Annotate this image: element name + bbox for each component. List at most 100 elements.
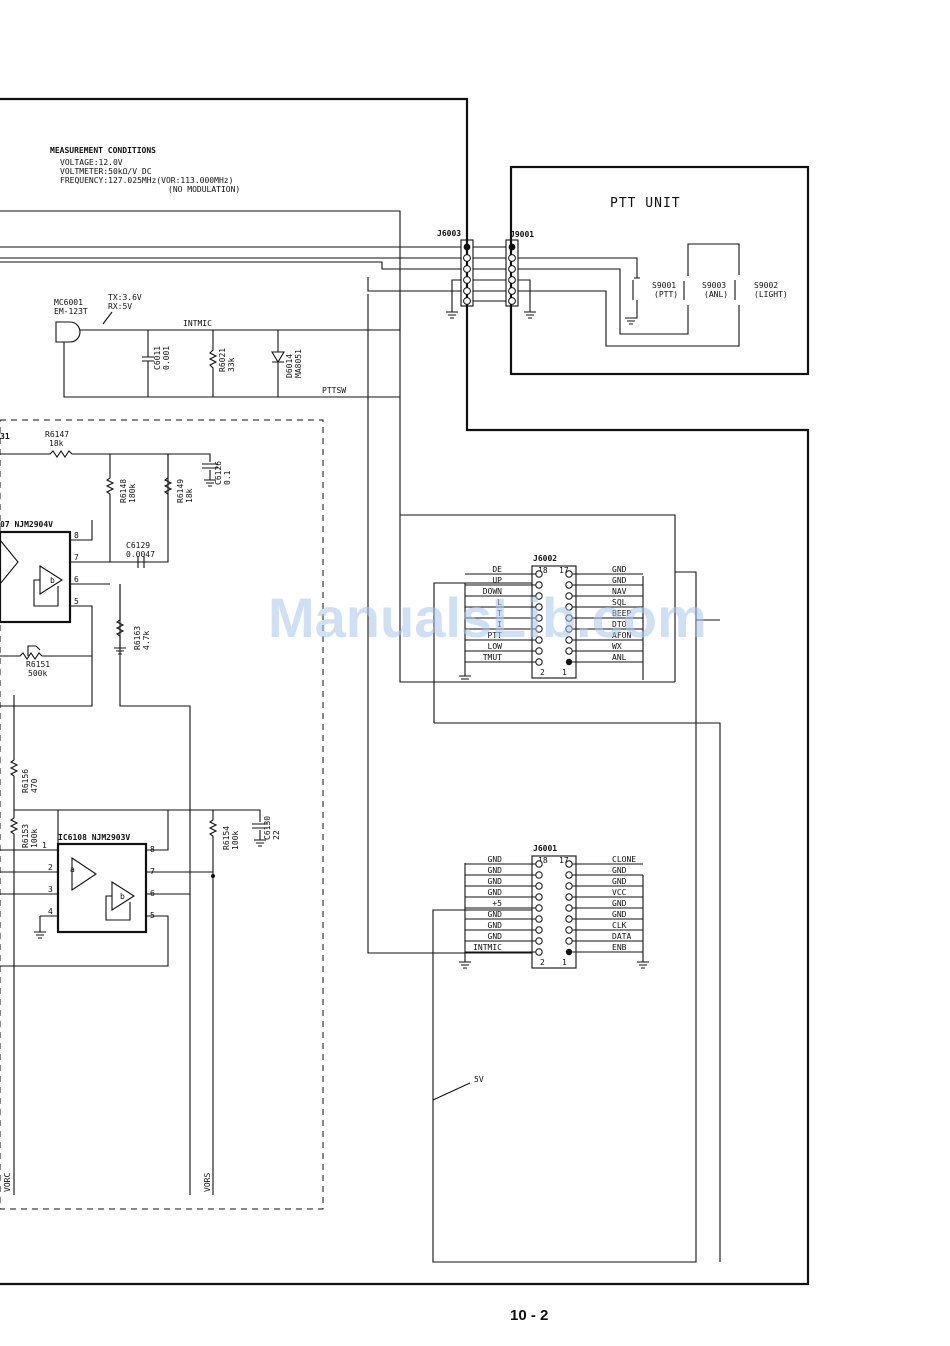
r6151-val: 500k <box>28 669 47 678</box>
vors-label: VORS <box>203 1173 212 1192</box>
j6001-right-signal-label: GND <box>612 910 627 919</box>
j6002-left-signal-label: TMUT <box>483 653 502 662</box>
measurement-heading: MEASUREMENT CONDITIONS <box>50 146 156 155</box>
j6001-left-pin <box>535 882 543 890</box>
j6001-left-signal-label: GND <box>488 921 503 930</box>
page-number: 10 - 2 <box>510 1307 548 1324</box>
ic6108-label: IC6108 NJM2903V <box>58 833 130 842</box>
ic6108-pin-5: 5 <box>150 911 155 920</box>
j6002-right-signal-label: SQL <box>612 598 627 607</box>
r6148-ref: R6148 <box>119 479 128 503</box>
j6001-pin-18: 18 <box>538 856 548 865</box>
j6001-right-signal-label: ENB <box>612 943 627 952</box>
j6002-left-signal-label: UP <box>492 576 502 585</box>
j6002-left-signal-label: T <box>497 609 502 618</box>
j6001-left-signal-label: GND <box>488 866 503 875</box>
j6002-left-signal-label: DOWN <box>483 587 502 596</box>
j6001-right-signal-label: CLK <box>612 921 627 930</box>
j6001-right-signal-label: GND <box>612 899 627 908</box>
mic-section: MC6001 EM-123T TX:3.6V RX:5V INTMIC PTTS… <box>54 293 401 398</box>
j6001-right-pin <box>565 882 573 890</box>
c6130-ref: C6130 <box>263 816 272 840</box>
j6001-right-signal-label: DATA <box>612 932 631 941</box>
j6002-right-signal-label: ANL <box>612 653 627 662</box>
ic6108-pin-4: 4 <box>48 907 53 916</box>
ic6107-pin-6: 6 <box>74 575 79 584</box>
j9001-label: J9001 <box>510 230 534 239</box>
c6129-val: 0.0047 <box>126 550 155 559</box>
j6001-left-pin <box>535 893 543 901</box>
j6002-left-signal-label: LOW <box>488 642 503 651</box>
connector-j9001: J9001 <box>473 230 534 307</box>
upper-amplifier-section: 31 R6147 18k R6148 180k R6149 18k C6126 … <box>0 430 232 1195</box>
j6001-right-signal-label: CLONE <box>612 855 636 864</box>
j6002-right-pin <box>565 658 573 666</box>
ptt-unit-wiring: S9001 (PTT) S9003 (ANL) S9002 (LIGHT) <box>518 243 788 347</box>
j6001-right-pin <box>565 926 573 934</box>
r6153-val: 100k <box>30 829 39 848</box>
s9003-ref: S9003 <box>702 281 726 290</box>
c6126-val: 0.1 <box>223 470 232 485</box>
j6001-right-pin <box>565 893 573 901</box>
j6001-left-pin <box>535 904 543 912</box>
j6002-pin-18: 18 <box>538 566 548 575</box>
measurement-conditions: MEASUREMENT CONDITIONS VOLTAGE:12.0V VOL… <box>50 146 240 194</box>
c6011-val: 0.001 <box>162 346 171 370</box>
ic6108-pin-a: a <box>70 865 75 874</box>
j6002-left-pin <box>535 658 543 666</box>
c6129-ref: C6129 <box>126 541 150 550</box>
main-board-frame <box>0 97 810 1286</box>
j6002-left-signal-label: PTT <box>488 631 503 640</box>
intmic-label: INTMIC <box>183 319 212 328</box>
j6001-left-pin <box>535 926 543 934</box>
ic6108-pin-1: 1 <box>42 841 47 850</box>
right-bus-wiring: 5V <box>399 515 721 1263</box>
measurement-voltage: VOLTAGE:12.0V <box>60 158 123 167</box>
r6153-ref: R6153 <box>21 824 30 848</box>
ic6107-pin-5: 5 <box>74 597 79 606</box>
r6021-ref: R6021 <box>218 348 227 372</box>
j6001-left-pin <box>535 860 543 868</box>
connector-grounds <box>459 576 649 969</box>
r6151-ref: R6151 <box>26 660 50 669</box>
j6002-pin-2: 2 <box>540 668 545 677</box>
c6126-ref: C6126 <box>214 461 223 485</box>
j6002-label: J6002 <box>533 554 557 563</box>
c6130-val: 22 <box>272 830 281 840</box>
j6001-left-signal-label: INTMIC <box>473 943 502 952</box>
r6154-val: 100k <box>231 831 240 850</box>
ic6108-pin-b: b <box>120 892 125 901</box>
j6001-right-signal-label: VCC <box>612 888 627 897</box>
j6001-right-pin <box>565 904 573 912</box>
ic6107-pin-b: b <box>50 576 55 585</box>
r6163-val: 4.7k <box>142 631 151 650</box>
j6001-left-pin <box>535 937 543 945</box>
j6001-left-pin <box>535 915 543 923</box>
j6002-left-signal-label: I <box>497 620 502 629</box>
measurement-voltmeter: VOLTMETER:50kΩ/V DC <box>60 167 152 176</box>
j6002-right-signal-label: DTO <box>612 620 627 629</box>
d6014-ref: D6014 <box>285 354 294 378</box>
ic-upper-ref: 31 <box>0 432 10 441</box>
r6156-ref: R6156 <box>21 769 30 793</box>
mic-ref: MC6001 <box>54 298 83 307</box>
j6002-right-signal-label: WX <box>612 642 622 651</box>
j6002-right-signal-label: BEEP <box>612 609 631 618</box>
r6163-ref: R6163 <box>133 626 142 650</box>
j6001-right-signal-label: GND <box>612 877 627 886</box>
s9002-ref: S9002 <box>754 281 778 290</box>
s9003-func: (ANL) <box>704 290 728 299</box>
vor-block-outline <box>0 419 324 1210</box>
ptt-unit-title: PTT UNIT <box>610 196 681 211</box>
j6001-pin-1: 1 <box>562 958 567 967</box>
j6001-left-signal-label: GND <box>488 855 503 864</box>
j6002-pin-1: 1 <box>562 668 567 677</box>
j6001-label: J6001 <box>533 844 557 853</box>
r6149-val: 18k <box>185 488 194 503</box>
j6001-left-signal-label: GND <box>488 888 503 897</box>
r6147-val: 18k <box>49 439 64 448</box>
j6002-right-signal-label: AFON <box>612 631 631 640</box>
j6001-right-pin <box>565 915 573 923</box>
